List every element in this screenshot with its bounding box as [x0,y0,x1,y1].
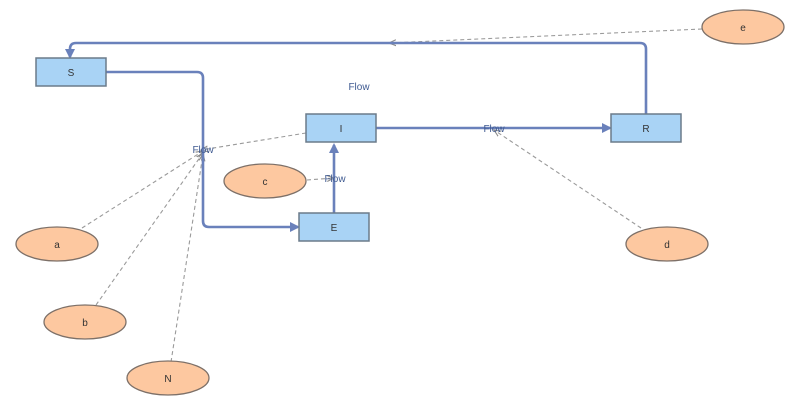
flow-edges [65,41,648,232]
annotation-a[interactable]: a [15,226,99,262]
dashed-edge-e-to-rs [389,28,703,43]
node-r-label: R [642,124,649,135]
dashed-edge-d-to-ir [494,130,642,229]
node-i-label: I [340,124,343,135]
node-s-label: S [68,68,75,79]
annotation-b-label: b [82,318,88,329]
flow-edge-s-to-e [106,70,300,232]
flow-label-top: Flow [348,82,370,93]
flow-labels: Flow Flow Flow Flow [192,82,505,185]
annotation-n[interactable]: N [126,360,210,396]
annotation-b[interactable]: b [43,304,127,340]
annotation-a-label: a [54,240,60,251]
dashed-edges [81,28,703,363]
dashed-edge-n-to-se [170,154,203,363]
annotation-d-label: d [664,240,670,251]
dashed-edge-i-to-se [201,132,307,150]
node-r[interactable]: R [610,113,682,143]
dashed-edge-b-to-se [95,153,203,306]
annotation-c-label: c [263,177,268,188]
annotation-n-label: N [164,374,171,385]
annotation-d[interactable]: d [625,226,709,262]
annotation-e[interactable]: e [701,9,785,45]
node-i[interactable]: I [305,113,377,143]
flow-label-i-to-r: Flow [483,124,505,135]
dashed-edge-a-to-se [81,151,203,229]
dashed-edge-c-to-ei [306,178,334,180]
node-e[interactable]: E [298,212,370,242]
flow-edge-r-to-s [65,41,648,114]
annotation-e-label: e [740,23,746,34]
flow-label-e-to-i: Flow [324,174,346,185]
node-s[interactable]: S [35,57,107,87]
node-e-label: E [331,223,338,234]
flow-label-s-to-e: Flow [192,145,214,156]
annotation-c[interactable]: c [223,163,307,199]
